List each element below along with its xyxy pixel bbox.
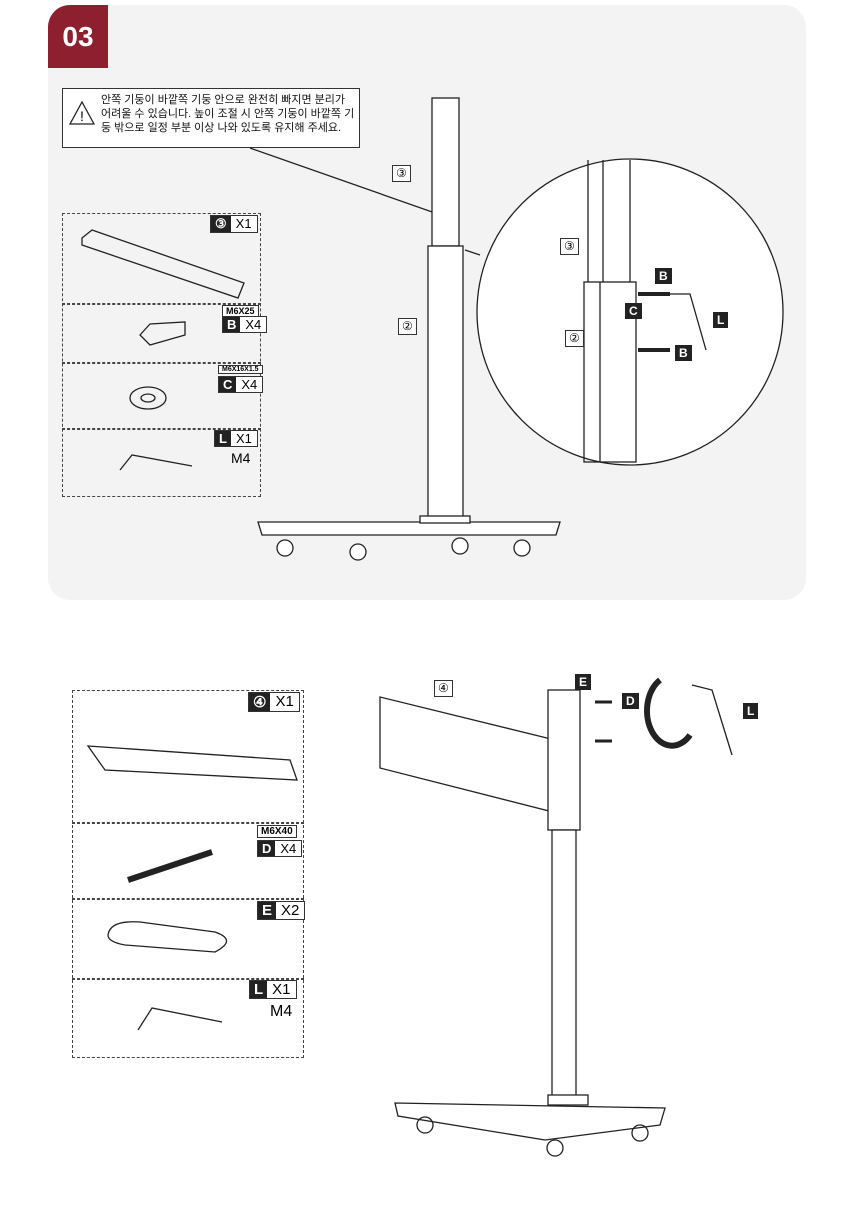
part-b-label: B bbox=[655, 268, 672, 284]
divider bbox=[72, 978, 304, 980]
parts-list bbox=[72, 690, 304, 1058]
detail-upper-label: ③ bbox=[560, 238, 579, 255]
part-size: M4 bbox=[270, 1003, 293, 1020]
part-spec: M6X40 bbox=[257, 825, 297, 838]
warning-note: ! 안쪽 기둥이 바깥쪽 기둥 안으로 완전히 빠지면 분리가 어려울 수 있습… bbox=[62, 88, 360, 148]
upper-pole-label: ③ bbox=[392, 165, 411, 182]
divider bbox=[72, 822, 304, 824]
bracket-label: ④ bbox=[434, 680, 453, 697]
part-size: M4 bbox=[231, 450, 251, 466]
part-l-label: L bbox=[713, 312, 729, 328]
step-badge: 03 bbox=[48, 5, 108, 68]
warning-text: 안쪽 기둥이 바깥쪽 기둥 안으로 완전히 빠지면 분리가 어려울 수 있습니다… bbox=[101, 94, 355, 134]
detail-lower-label: ② bbox=[565, 330, 584, 347]
divider bbox=[62, 362, 261, 364]
warning-icon: ! bbox=[69, 101, 95, 125]
parts-list bbox=[62, 213, 261, 497]
part-b-label: B bbox=[675, 345, 692, 361]
lower-pole-label: ② bbox=[398, 318, 417, 335]
divider bbox=[62, 303, 261, 305]
divider bbox=[62, 428, 261, 430]
part-e-label: E bbox=[575, 674, 592, 690]
part-spec: M6X16X1.5 bbox=[218, 365, 263, 374]
part-c-label: C bbox=[625, 303, 642, 319]
svg-text:!: ! bbox=[80, 108, 84, 124]
part-d-label: D bbox=[622, 693, 639, 709]
part-l-label: L bbox=[743, 703, 759, 719]
step-badge: 04 bbox=[48, 607, 108, 670]
divider bbox=[72, 898, 304, 900]
